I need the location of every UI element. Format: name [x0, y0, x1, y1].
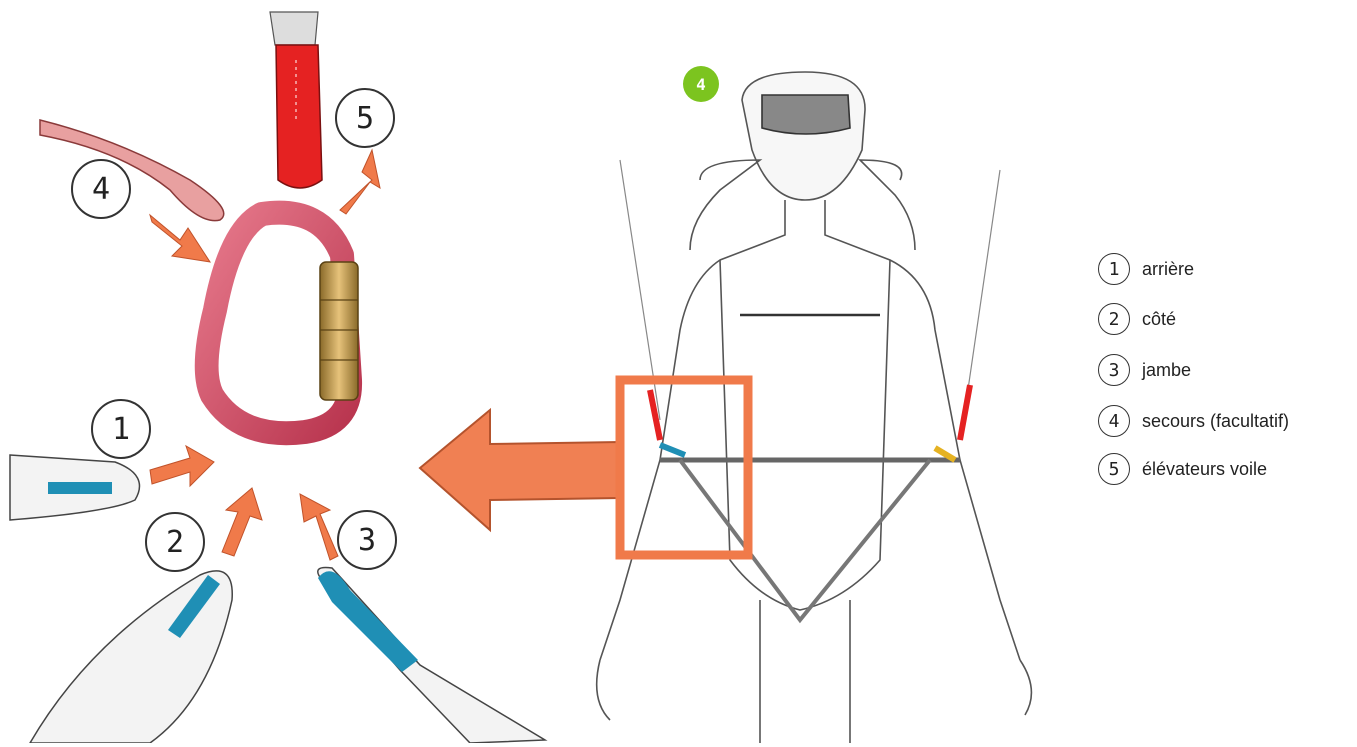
callout-1: 1 [91, 399, 151, 459]
legend-number: 1 [1098, 253, 1130, 285]
legend-label: côté [1142, 309, 1176, 330]
legend-label: jambe [1142, 360, 1191, 381]
legend-item: 3 jambe [1098, 352, 1191, 388]
riser-strap [270, 12, 322, 188]
callout-4: 4 [71, 159, 131, 219]
leg-strap [318, 568, 545, 744]
callout-5: 5 [335, 88, 395, 148]
big-arrow [420, 410, 620, 530]
legend-number: 5 [1098, 453, 1130, 485]
side-strap [30, 571, 232, 743]
carabiner-icon [207, 213, 358, 434]
legend-label: secours (facultatif) [1142, 411, 1289, 432]
legend-item: 4 secours (facultatif) [1098, 403, 1289, 439]
legend-number: 4 [1098, 405, 1130, 437]
legend-label: élévateurs voile [1142, 459, 1267, 480]
legend-number: 3 [1098, 354, 1130, 386]
legend-label: arrière [1142, 259, 1194, 280]
legend-item: 2 côté [1098, 301, 1176, 337]
pilot-illustration [597, 72, 1032, 743]
reserve-bridle [40, 120, 224, 221]
legend-number: 2 [1098, 303, 1130, 335]
legend-item: 1 arrière [1098, 251, 1194, 287]
callout-3: 3 [337, 510, 397, 570]
callout-2: 2 [145, 512, 205, 572]
rear-strap [10, 455, 140, 520]
step-badge: 4 [683, 66, 719, 102]
legend-item: 5 élévateurs voile [1098, 451, 1267, 487]
